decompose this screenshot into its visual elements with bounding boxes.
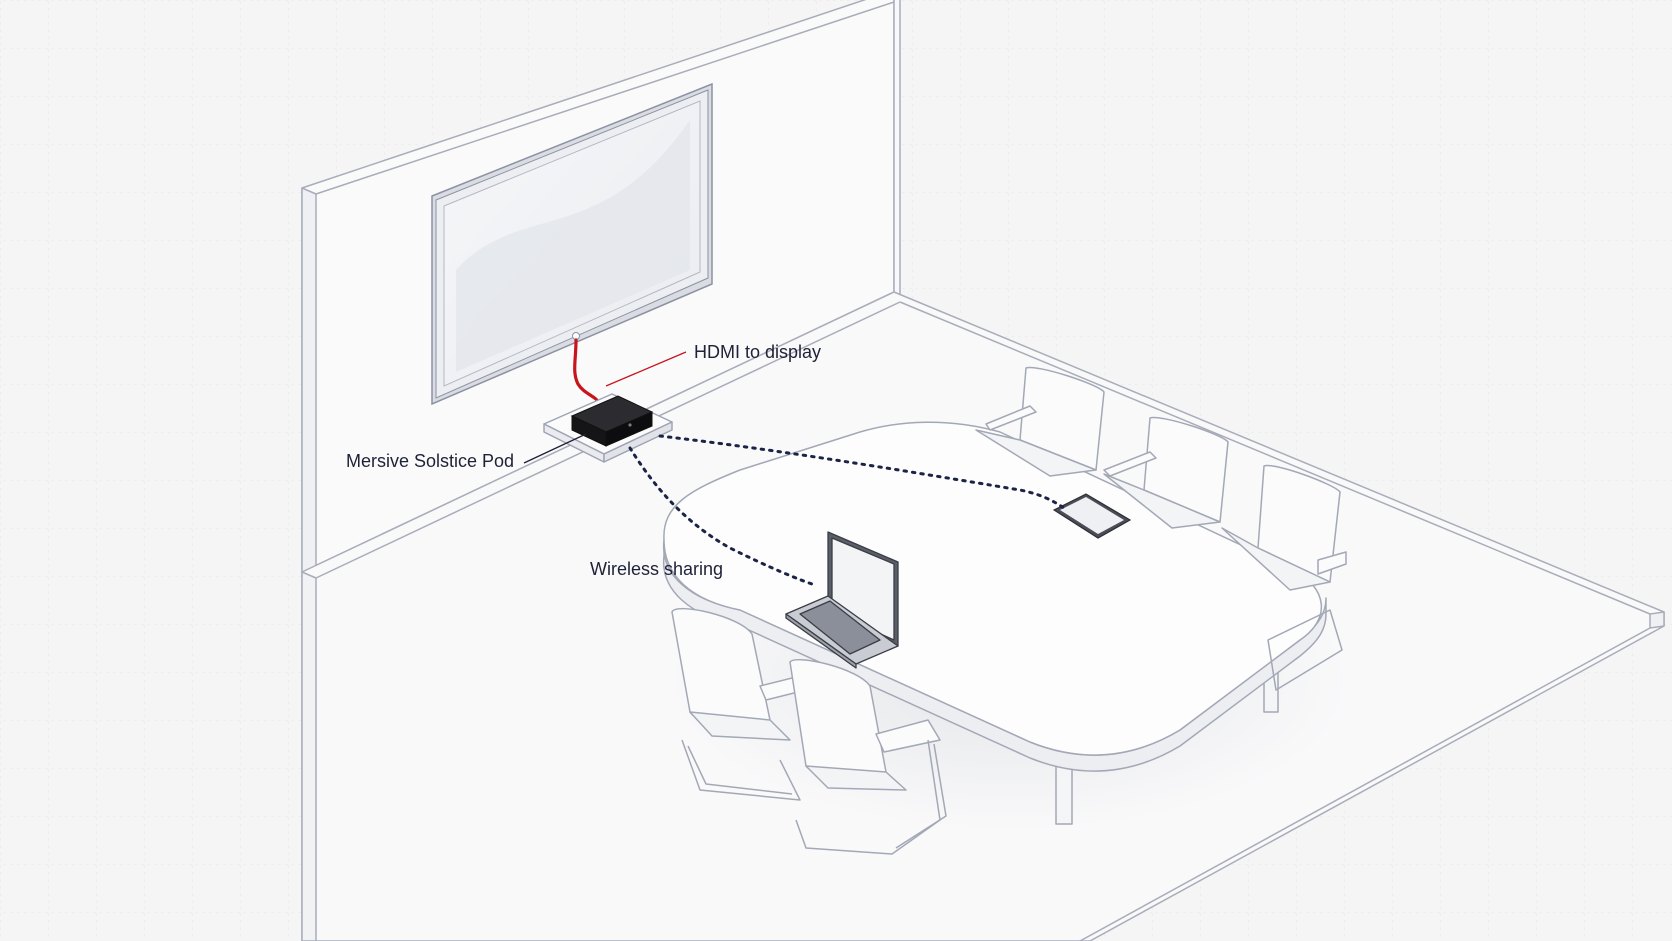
- chair-icon-front: [671, 607, 947, 855]
- pod-icon: [570, 395, 654, 447]
- chair-icon: [975, 366, 1347, 691]
- hdmi-label: HDMI to display: [694, 342, 821, 362]
- wireless-label: Wireless sharing: [590, 559, 723, 579]
- table-icon: [662, 421, 1327, 825]
- wireless-link-laptop: [628, 446, 814, 586]
- pod-label: Mersive Solstice Pod: [346, 451, 514, 471]
- hdmi-cable: [573, 338, 602, 406]
- tablet-icon: [1052, 493, 1132, 539]
- wireless-link-tablet: [658, 434, 1066, 510]
- pod-leader-line: [523, 433, 587, 464]
- laptop-icon: [785, 531, 899, 669]
- side-wall: [893, 0, 901, 303]
- hdmi-leader-line: [605, 351, 687, 387]
- display-icon: [431, 82, 713, 406]
